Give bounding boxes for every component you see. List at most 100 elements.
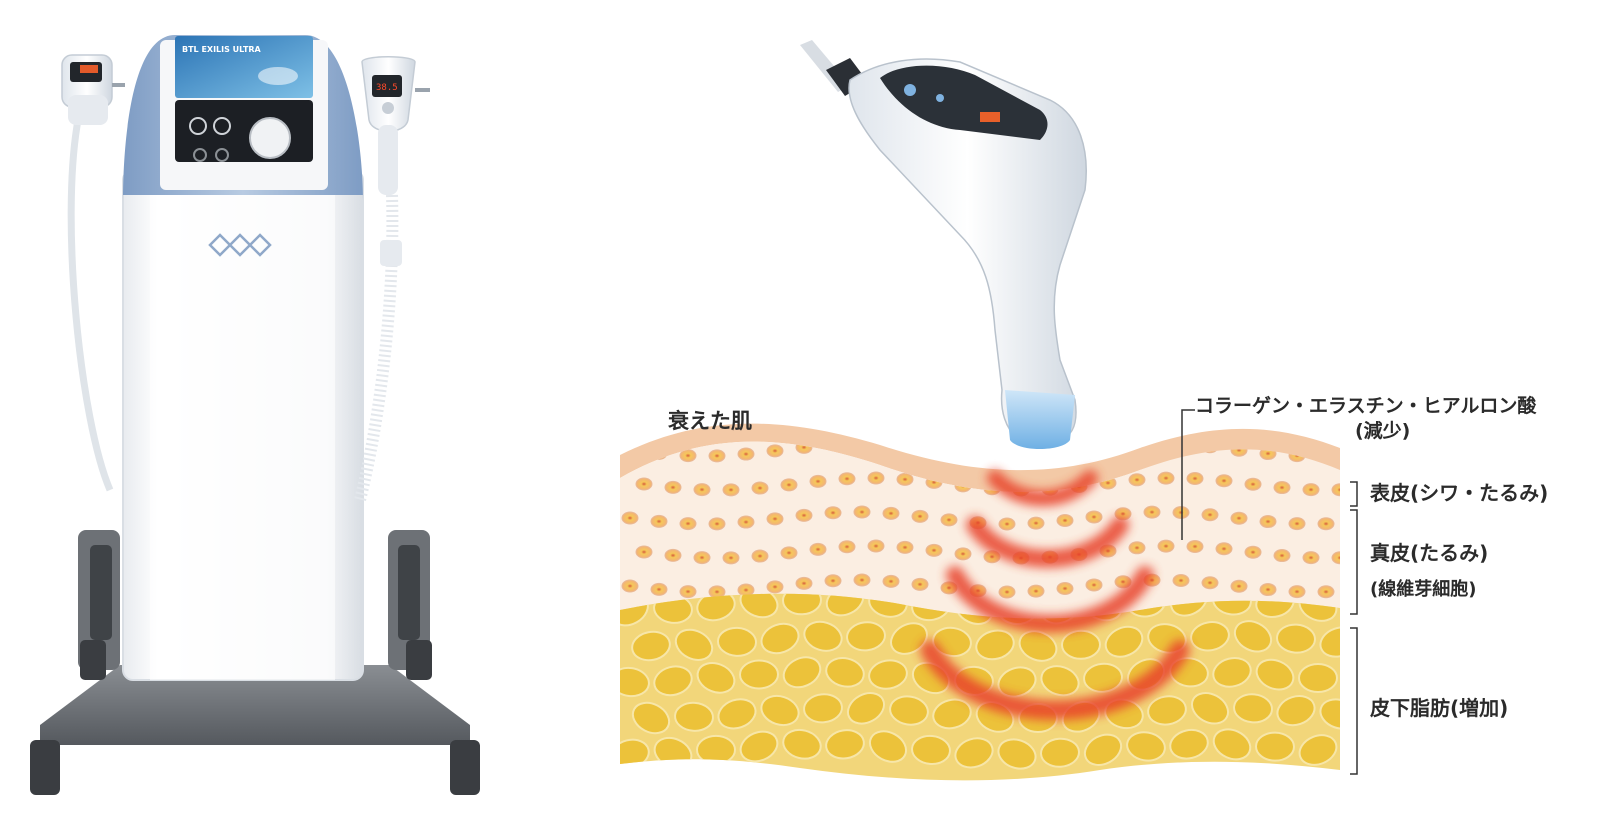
right-handpiece[interactable]: 38.5 bbox=[354, 56, 430, 502]
fat-cell bbox=[717, 698, 757, 730]
fibroblast-cell bbox=[1244, 477, 1262, 491]
fibroblast-cell bbox=[635, 545, 653, 559]
fibroblast-cell bbox=[1317, 585, 1335, 599]
handpiece-tip bbox=[1005, 390, 1075, 449]
control-panel bbox=[175, 100, 313, 162]
fibroblast-cell bbox=[679, 585, 697, 599]
fat-cell bbox=[1212, 657, 1252, 688]
fat-cell bbox=[696, 734, 736, 765]
fat-cell bbox=[825, 657, 865, 688]
fat-cell bbox=[1083, 662, 1123, 693]
label-dermis: 真皮(たるみ) bbox=[1370, 541, 1488, 565]
fibroblast-cell bbox=[621, 511, 639, 525]
fat-cell bbox=[631, 701, 671, 735]
fat-cell bbox=[1233, 620, 1273, 653]
fibroblast-cell bbox=[1302, 483, 1320, 497]
fat-cell bbox=[1255, 731, 1295, 762]
fibroblast-cell bbox=[940, 445, 958, 459]
fibroblast-cell bbox=[1273, 481, 1291, 495]
fibroblast-cell bbox=[664, 548, 682, 562]
fibroblast-cell bbox=[998, 585, 1016, 599]
fat-cell bbox=[1190, 621, 1230, 652]
fibroblast-cell bbox=[882, 506, 900, 520]
fat-cell bbox=[674, 628, 714, 661]
fat-cell bbox=[1169, 728, 1209, 760]
main-dial[interactable] bbox=[249, 117, 291, 159]
fibroblast-cell bbox=[1201, 576, 1219, 590]
fibroblast-cell bbox=[1172, 573, 1190, 587]
fibroblast-cell bbox=[1114, 441, 1132, 453]
fat-cell bbox=[825, 729, 865, 760]
fibroblast-cell bbox=[780, 478, 798, 492]
fibroblast-cell bbox=[737, 515, 755, 529]
fat-cell bbox=[1212, 728, 1252, 761]
handpiece-readout: 38.5 bbox=[376, 83, 398, 93]
fibroblast-cell bbox=[1244, 545, 1262, 559]
fibroblast-cell bbox=[766, 580, 784, 594]
fat-cell bbox=[1319, 626, 1340, 658]
fat-cell bbox=[1190, 692, 1230, 725]
fibroblast-cell bbox=[911, 509, 929, 523]
fat-cell bbox=[1061, 629, 1101, 660]
fibroblast-cell bbox=[708, 517, 726, 531]
fibroblast-cell bbox=[1027, 584, 1045, 598]
fibroblast-cell bbox=[1201, 508, 1219, 522]
fat-cell bbox=[932, 626, 972, 658]
port-right bbox=[215, 148, 229, 162]
fibroblast-cell bbox=[1302, 551, 1320, 565]
fibroblast-cell bbox=[650, 582, 668, 596]
fibroblast-cell bbox=[809, 542, 827, 556]
fibroblast-cell bbox=[1215, 474, 1233, 488]
control-knob-small-2[interactable] bbox=[213, 117, 231, 135]
fat-cell bbox=[1126, 731, 1166, 762]
label-collagen-sub: (減少) bbox=[1355, 419, 1410, 442]
fat-cell bbox=[1040, 737, 1080, 768]
fat-cell bbox=[620, 666, 650, 698]
fibroblast-cell bbox=[737, 447, 755, 461]
fat-cell bbox=[868, 730, 908, 763]
fat-cell bbox=[760, 622, 800, 655]
fat-cell bbox=[932, 698, 972, 730]
fat-cell bbox=[653, 665, 693, 697]
fibroblast-cell bbox=[896, 472, 914, 486]
collagen-leader-line bbox=[1181, 409, 1195, 540]
fat-cell bbox=[846, 692, 886, 725]
fibroblast-cell bbox=[1186, 471, 1204, 485]
fibroblast-cell bbox=[722, 551, 740, 565]
fibroblast-cell bbox=[838, 540, 856, 554]
wheel-front-left bbox=[30, 740, 60, 795]
fat-cell bbox=[1255, 658, 1295, 691]
fibroblast-cell bbox=[853, 573, 871, 587]
fibroblast-cell bbox=[1288, 517, 1306, 531]
fibroblast-cell bbox=[867, 539, 885, 553]
fat-cell bbox=[1276, 695, 1316, 727]
fat-cell bbox=[1083, 733, 1123, 766]
fat-cell bbox=[696, 662, 736, 694]
left-handpiece[interactable] bbox=[61, 54, 125, 492]
fibroblast-cell bbox=[1288, 585, 1306, 599]
wheel-front-right bbox=[450, 740, 480, 795]
treatment-handpiece bbox=[800, 40, 1087, 449]
fibroblast-cell bbox=[1157, 539, 1175, 553]
heat-waves bbox=[920, 470, 1190, 720]
fibroblast-cell bbox=[911, 441, 929, 455]
fibroblast-cell bbox=[1172, 505, 1190, 519]
fibroblast-cell bbox=[1128, 473, 1146, 487]
fibroblast-cell bbox=[1085, 510, 1103, 524]
fibroblast-cell bbox=[824, 574, 842, 588]
fibroblast-cell bbox=[780, 546, 798, 560]
epidermis-bracket bbox=[1350, 481, 1358, 507]
fat-cell bbox=[1276, 623, 1316, 654]
fibroblast-cell bbox=[1259, 515, 1277, 529]
fat-cell bbox=[631, 630, 671, 662]
control-knob-small-1[interactable] bbox=[189, 117, 207, 135]
fat-cell bbox=[846, 621, 886, 652]
fibroblast-cell bbox=[766, 512, 784, 526]
fibroblast-cell bbox=[664, 480, 682, 494]
fibroblast-cell bbox=[679, 517, 697, 531]
fibroblast-cell bbox=[1331, 551, 1340, 565]
fibroblast-cell bbox=[708, 449, 726, 463]
fibroblast-cell bbox=[1143, 505, 1161, 519]
fibroblast-cell bbox=[1085, 442, 1103, 456]
